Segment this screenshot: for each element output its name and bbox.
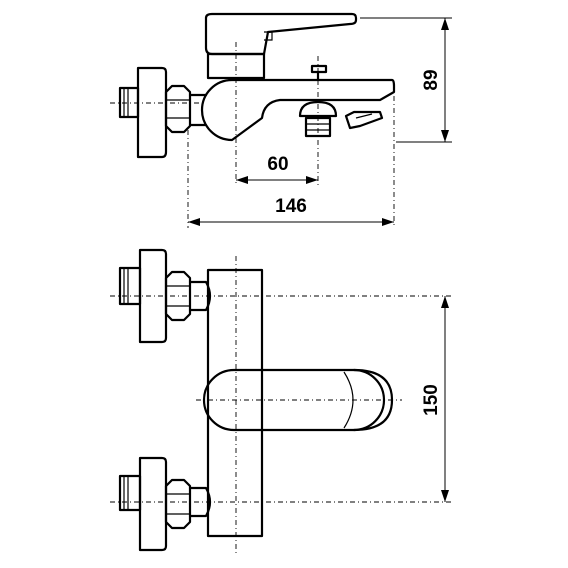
mixer-body-front xyxy=(206,268,264,538)
hex-nut xyxy=(164,84,192,134)
spout-outlet xyxy=(298,100,338,118)
dimension-height: 89 xyxy=(360,17,452,143)
dimension-inlet-spacing: 150 xyxy=(421,296,449,502)
lower-wall-flange xyxy=(138,456,168,552)
dim-146-label: 146 xyxy=(275,196,307,217)
dimension-spout-offset: 60 xyxy=(236,154,318,184)
lower-inlet-stub xyxy=(118,474,142,512)
diverter-knob xyxy=(310,64,328,82)
inlet-stub xyxy=(118,86,140,119)
upper-wall-flange xyxy=(138,248,168,344)
dim-150-label: 150 xyxy=(421,384,442,416)
shower-outlet xyxy=(344,110,384,130)
side-view xyxy=(110,12,396,228)
front-view xyxy=(110,248,452,556)
wall-flange xyxy=(136,66,168,159)
upper-inlet-stub xyxy=(118,266,142,306)
connector xyxy=(188,93,208,127)
lever-handle xyxy=(204,12,358,56)
mixer-body xyxy=(200,78,396,142)
dim-60-label: 60 xyxy=(267,154,288,175)
dimension-total-length: 146 xyxy=(188,196,394,226)
dim-89-label: 89 xyxy=(421,69,442,90)
lower-hex-nut xyxy=(164,478,192,530)
upper-hex-nut xyxy=(164,270,192,322)
